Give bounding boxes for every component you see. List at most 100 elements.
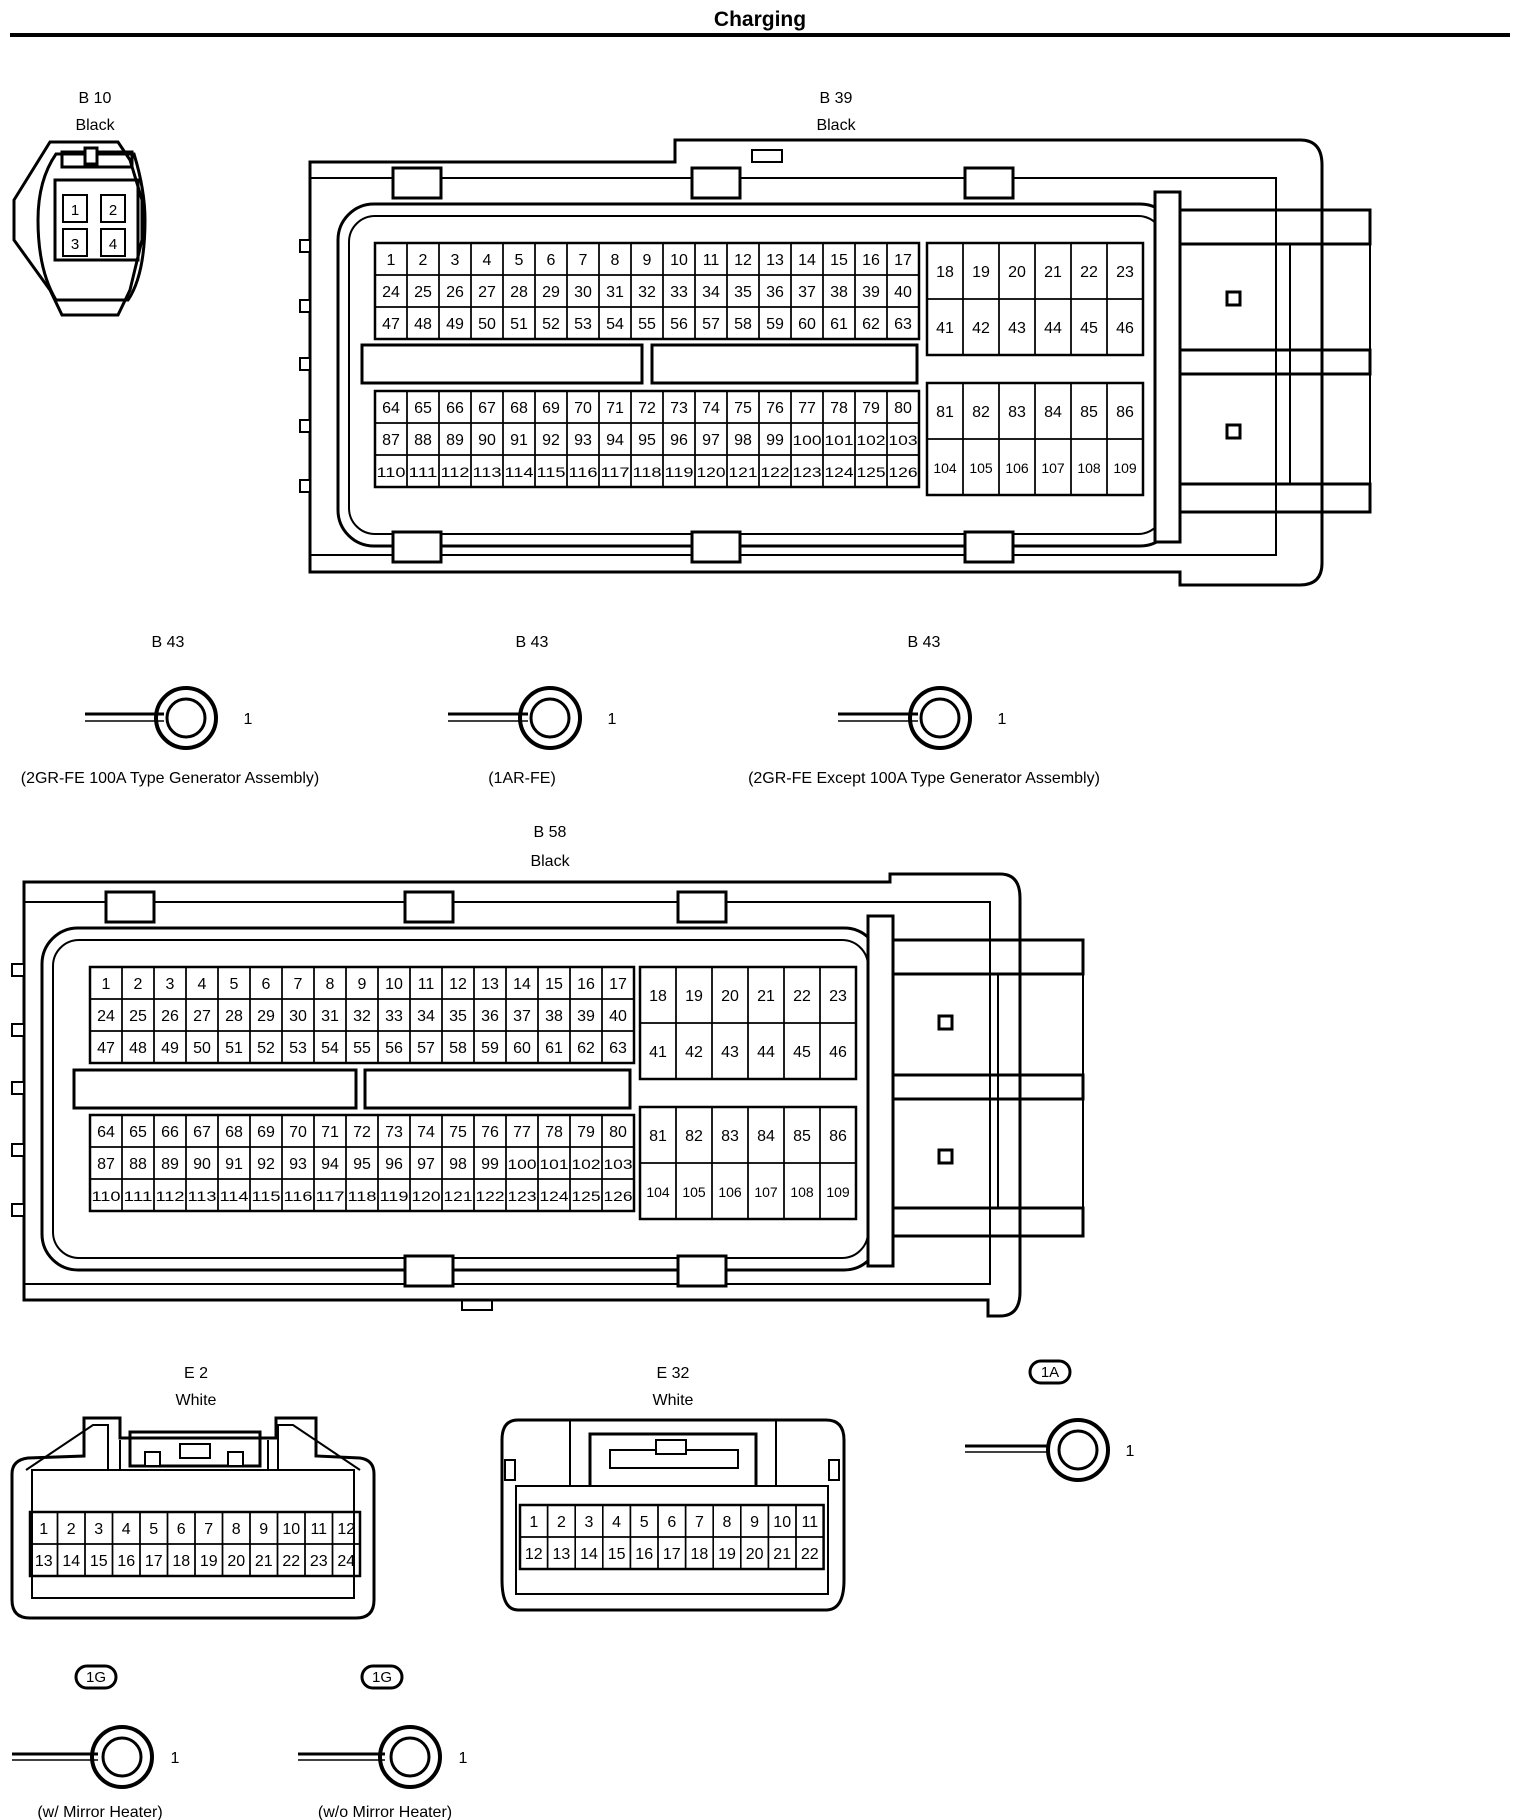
pin-number: 105 (969, 460, 993, 476)
pin-number: 55 (638, 316, 656, 333)
pin-number: 75 (449, 1124, 467, 1141)
pin-number: 9 (643, 252, 652, 269)
pin-number: 19 (718, 1546, 736, 1563)
pin-number: 67 (478, 400, 496, 417)
pin-number: 4 (122, 1521, 131, 1538)
pin-number: 29 (542, 284, 560, 301)
pin-number: 3 (451, 252, 460, 269)
pin-number: 109 (826, 1184, 850, 1200)
pin-number: 76 (481, 1124, 499, 1141)
pin-number: 90 (193, 1156, 211, 1173)
pin-number: 59 (766, 316, 784, 333)
b10-pin: 1 (71, 202, 79, 219)
e2-code: E 2 (184, 1365, 208, 1382)
pin-number: 87 (382, 432, 400, 449)
pin-number: 99 (766, 432, 784, 449)
title-rule (10, 33, 1510, 37)
pin-number: 75 (734, 400, 752, 417)
b43-terminal: B 43 1 (2GR-FE 100A Type Generator Assem… (21, 634, 320, 787)
pin-number: 15 (830, 252, 848, 269)
pin-number: 96 (670, 432, 688, 449)
pin-number: 1 (102, 976, 111, 993)
pin-number: 102 (857, 432, 886, 448)
pin-number: 38 (545, 1008, 563, 1025)
pin-number: 9 (358, 976, 367, 993)
pin-number: 96 (385, 1156, 403, 1173)
connector-b39: B 39 Black (299, 90, 1372, 587)
pin-number: 11 (310, 1521, 327, 1538)
pin-number: 29 (257, 1008, 275, 1025)
pin-number: 7 (695, 1514, 704, 1531)
pin-number: 78 (830, 400, 848, 417)
pin-number: 118 (348, 1188, 377, 1204)
pin-number: 92 (257, 1156, 275, 1173)
pin-number: 17 (145, 1553, 163, 1570)
pin-number: 44 (1044, 320, 1062, 337)
pin-number: 26 (446, 284, 464, 301)
pin-number: 126 (604, 1188, 633, 1204)
pin-number: 3 (94, 1521, 103, 1538)
pin-number: 19 (972, 264, 990, 281)
pin-number: 64 (97, 1124, 115, 1141)
pin-cell (886, 454, 920, 488)
pin-cell (886, 306, 920, 340)
ground-1g-pin: 1 (459, 1750, 468, 1767)
pin-number: 8 (326, 976, 335, 993)
pin-number: 21 (255, 1553, 273, 1570)
pin-number: 116 (284, 1188, 313, 1204)
pin-number: 10 (282, 1521, 300, 1538)
pin-number: 118 (633, 464, 662, 480)
pin-number: 116 (569, 464, 598, 480)
pin-number: 42 (685, 1044, 703, 1061)
ground-1g: 1G 1 (w/ Mirror Heater) (12, 1664, 180, 1820)
b58-code: B 58 (534, 824, 567, 841)
pin-number: 84 (757, 1128, 775, 1145)
pin-number: 90 (478, 432, 496, 449)
pin-number: 14 (580, 1546, 598, 1563)
b10-pin: 3 (71, 236, 79, 253)
pin-number: 97 (417, 1156, 435, 1173)
pin-number: 40 (609, 1008, 627, 1025)
pin-number: 100 (508, 1156, 537, 1172)
pin-number: 107 (1041, 460, 1065, 476)
pin-number: 82 (685, 1128, 703, 1145)
ground-1a-code: 1A (1041, 1364, 1059, 1381)
pin-number: 23 (310, 1553, 328, 1570)
pin-number: 56 (670, 316, 688, 333)
pin-number: 8 (232, 1521, 241, 1538)
pin-number: 123 (793, 464, 822, 480)
pin-number: 68 (225, 1124, 243, 1141)
pin-number: 13 (553, 1546, 571, 1563)
pin-number: 7 (294, 976, 303, 993)
pin-number: 113 (188, 1188, 217, 1204)
pin-number: 22 (793, 988, 811, 1005)
pin-number: 21 (773, 1546, 791, 1563)
pin-number: 113 (473, 464, 502, 480)
pin-number: 95 (638, 432, 656, 449)
pin-number: 88 (129, 1156, 147, 1173)
pin-number: 65 (129, 1124, 147, 1141)
pin-number: 98 (449, 1156, 467, 1173)
pin-number: 16 (117, 1553, 135, 1570)
pin-number: 63 (894, 316, 912, 333)
pin-number: 25 (129, 1008, 147, 1025)
pin-number: 46 (1116, 320, 1134, 337)
b39-color: Black (816, 117, 856, 134)
pin-number: 43 (721, 1044, 739, 1061)
e32-housing (500, 1418, 846, 1612)
pin-number: 79 (577, 1124, 595, 1141)
pin-number: 15 (608, 1546, 626, 1563)
b43-pin: 1 (244, 711, 253, 728)
pin-number: 72 (638, 400, 656, 417)
pin-number: 5 (149, 1521, 158, 1538)
pin-number: 37 (798, 284, 816, 301)
pin-number: 18 (649, 988, 667, 1005)
b43-note: (1AR-FE) (488, 770, 556, 787)
pin-number: 91 (225, 1156, 243, 1173)
pin-number: 88 (414, 432, 432, 449)
pin-number: 6 (262, 976, 271, 993)
pin-number: 107 (754, 1184, 778, 1200)
pin-number: 67 (193, 1124, 211, 1141)
